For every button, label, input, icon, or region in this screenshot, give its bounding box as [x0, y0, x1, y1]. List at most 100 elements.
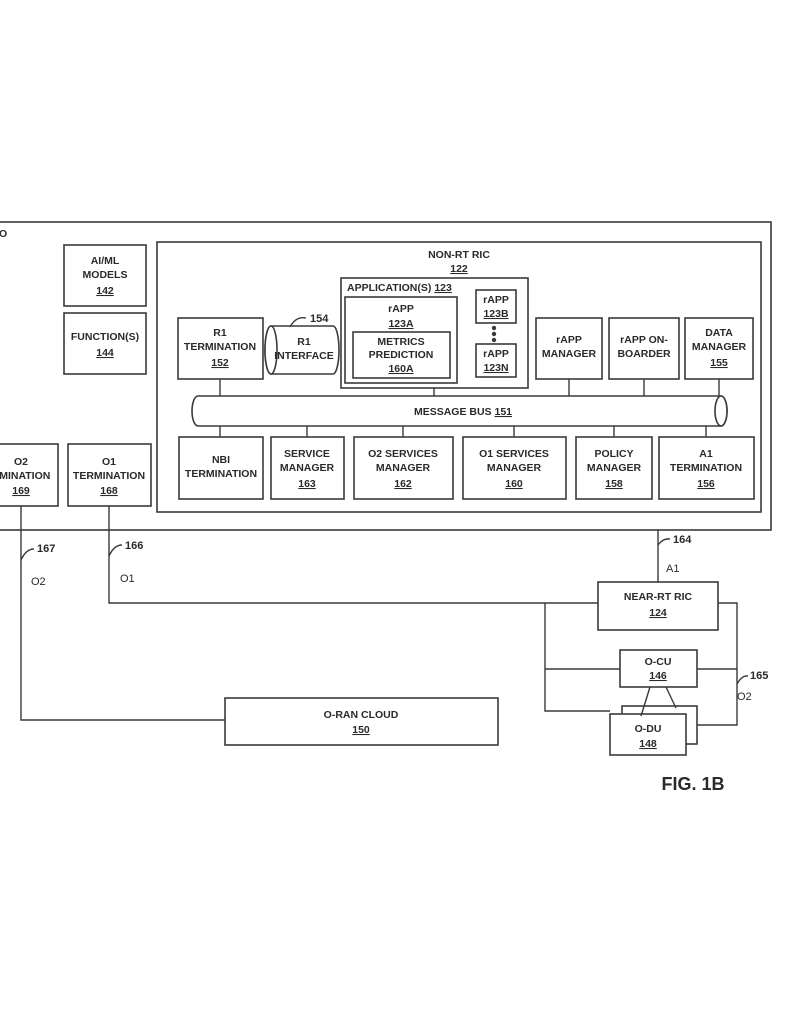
- data-manager-ref: 155: [710, 357, 728, 369]
- rapp-123b-ref: 123B: [483, 308, 509, 320]
- non-rt-ric-title: NON-RT RIC: [428, 249, 490, 261]
- service-manager-box: SERVICE MANAGER 163: [270, 436, 345, 500]
- o2-services-manager-line1: O2 SERVICES: [368, 448, 438, 460]
- functions-line1: FUNCTION(S): [71, 331, 139, 343]
- o-cu-ref: 146: [649, 670, 667, 682]
- rapp-123a-ref: 123A: [388, 318, 414, 330]
- aiml-models-box: AI/ML MODELS 142: [63, 244, 147, 307]
- service-manager-line2: MANAGER: [280, 462, 335, 474]
- data-manager-line1: DATA: [705, 327, 733, 339]
- data-manager-box: DATA MANAGER 155: [684, 317, 754, 380]
- o-cu-box: O-CU 146: [619, 649, 698, 688]
- o-cu-line1: O-CU: [645, 656, 672, 668]
- o-du-line1: O-DU: [635, 723, 662, 735]
- o1-termination-line1: O1: [102, 456, 116, 468]
- rapp-123a-line1: rAPP: [388, 303, 414, 315]
- o1-services-manager-line1: O1 SERVICES: [479, 448, 549, 460]
- r1-interface-line2: INTERFACE: [274, 350, 334, 362]
- service-manager-ref: 163: [298, 478, 316, 490]
- functions-box: FUNCTION(S) 144: [63, 312, 147, 375]
- rapp-123n-ref: 123N: [483, 362, 508, 374]
- o2-link-callout: 167: [37, 543, 55, 555]
- aiml-models-line1: AI/ML: [91, 255, 120, 267]
- o2-ran-link-line: [697, 602, 738, 726]
- o-ran-cloud-ref: 150: [352, 724, 370, 736]
- rapp-123b-line1: rAPP: [483, 294, 509, 306]
- ocu-odu-link-1: [640, 686, 651, 717]
- functions-ref: 144: [96, 347, 114, 359]
- o1-termination-box: O1 TERMINATION 168: [67, 443, 152, 507]
- ellipsis-dot: [491, 325, 497, 331]
- r1-termination-line2: TERMINATION: [184, 341, 256, 353]
- o1-termination-line2: TERMINATION: [73, 470, 145, 482]
- applications-box: APPLICATION(S) 123 rAPP 123A METRICS PRE…: [340, 277, 529, 389]
- o2-link-label: O2: [31, 576, 46, 588]
- r1-termination-line1: R1: [213, 327, 227, 339]
- o-du-ref: 148: [639, 738, 657, 750]
- nbi-termination-line1: NBI: [212, 454, 230, 466]
- policy-manager-box: POLICY MANAGER 158: [575, 436, 653, 500]
- a1-termination-ref: 156: [697, 478, 715, 490]
- o2-link-line: [20, 506, 225, 721]
- aiml-models-line2: MODELS: [83, 269, 128, 281]
- a1-termination-line1: A1: [699, 448, 713, 460]
- near-rt-ric-box: NEAR-RT RIC 124: [597, 581, 719, 631]
- r1-termination-ref: 152: [211, 357, 229, 369]
- rapp-manager-line2: MANAGER: [542, 348, 597, 360]
- o-ran-cloud-box: O-RAN CLOUD 150: [224, 697, 499, 746]
- message-bus-label-text: MESSAGE BUS: [414, 406, 492, 418]
- r1-termination-box: R1 TERMINATION 152: [177, 317, 264, 380]
- rapp-123n-line1: rAPP: [483, 348, 509, 360]
- o2-services-manager-ref: 162: [394, 478, 412, 490]
- callout-165-leader: [736, 675, 749, 685]
- message-bus-ref: 151: [495, 406, 513, 418]
- rapp-onboarder-box: rAPP ON- BOARDER: [608, 317, 680, 380]
- applications-title: APPLICATION(S) 123: [347, 282, 452, 294]
- o1-termination-ref: 168: [100, 485, 118, 497]
- outer-frame: [0, 221, 772, 531]
- policy-manager-ref: 158: [605, 478, 623, 490]
- o1-link-callout: 166: [125, 540, 143, 552]
- callout-154-leader: [289, 317, 307, 328]
- rapp-manager-box: rAPP MANAGER: [535, 317, 603, 380]
- message-bus-label: MESSAGE BUS 151: [414, 406, 512, 418]
- nbi-termination-box: NBI TERMINATION: [178, 436, 264, 500]
- rapp-onboarder-line2: BOARDER: [617, 348, 671, 360]
- metrics-prediction-line2: PREDICTION: [369, 349, 434, 361]
- callout-166-leader: [108, 544, 123, 557]
- rapp-manager-line1: rAPP: [556, 334, 582, 346]
- metrics-prediction-ref: 160A: [388, 363, 414, 375]
- o2-termination-line2: RMINATION: [0, 470, 50, 482]
- o2-ran-link-label: O2: [737, 691, 752, 703]
- ellipsis-dot: [491, 337, 497, 343]
- a1-link-callout: 164: [673, 534, 692, 546]
- a1-termination-line2: TERMINATION: [670, 462, 742, 474]
- o2-services-manager-box: O2 SERVICES MANAGER 162: [353, 436, 454, 500]
- aiml-models-ref: 142: [96, 285, 114, 297]
- o2-termination-ref: 169: [12, 485, 30, 497]
- o2-termination-line1: O2: [14, 456, 28, 468]
- r1-interface-callout: 154: [310, 313, 329, 325]
- o2-ran-link-callout: 165: [750, 670, 768, 682]
- non-rt-ric-box: [156, 241, 762, 513]
- o2-services-manager-line2: MANAGER: [376, 462, 431, 474]
- service-manager-line1: SERVICE: [284, 448, 330, 460]
- rapp-onboarder-line1: rAPP ON-: [620, 334, 668, 346]
- applications-title-text: APPLICATION(S): [347, 282, 431, 294]
- figure-label: FIG. 1B: [661, 774, 724, 794]
- o1-link-line: [108, 506, 598, 604]
- message-bus-cylinder: MESSAGE BUS 151: [191, 395, 728, 427]
- data-manager-line2: MANAGER: [692, 341, 747, 353]
- near-rt-ric-line1: NEAR-RT RIC: [624, 591, 693, 603]
- policy-manager-line1: POLICY: [594, 448, 633, 460]
- non-rt-ric-ref: 122: [450, 263, 468, 275]
- outer-frame-label: O: [0, 228, 7, 240]
- r1-interface-line1: R1: [297, 336, 311, 348]
- o-du-box: O-DU 148: [609, 705, 698, 756]
- o-ran-cloud-line1: O-RAN CLOUD: [324, 709, 399, 721]
- o1-services-manager-box: O1 SERVICES MANAGER 160: [462, 436, 567, 500]
- a1-link-label: A1: [666, 563, 679, 575]
- r1-interface-cylinder: R1 INTERFACE: [264, 325, 340, 375]
- o2-termination-box: O2 RMINATION 169: [0, 443, 59, 507]
